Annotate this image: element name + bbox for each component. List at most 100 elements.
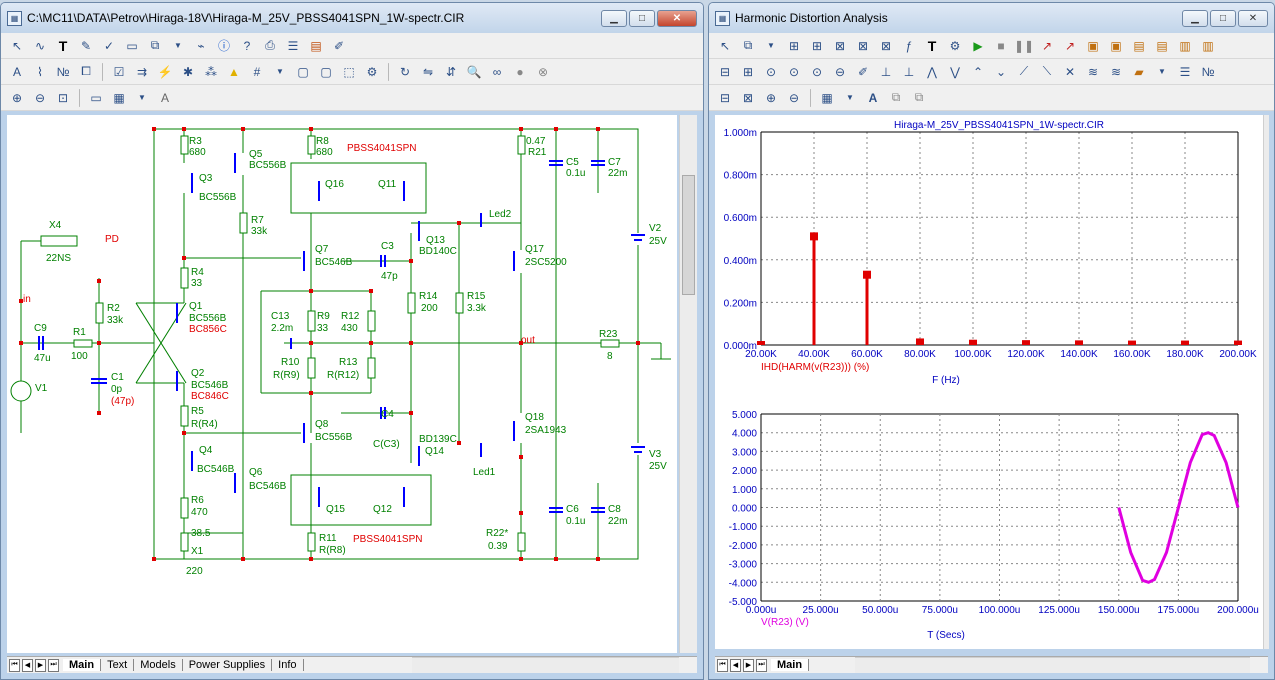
a-table4-icon[interactable]: ▥ <box>1202 38 1214 53</box>
minimize-button[interactable]: ▁ <box>601 9 627 27</box>
close-button[interactable]: ✕ <box>657 9 697 27</box>
a-run-icon[interactable]: ▶ <box>973 38 983 53</box>
analysis-plot-area[interactable]: Hiraga-M_25V_PBSS4041SPN_1W-spectr.CIR 1… <box>715 115 1263 649</box>
a-grid-icon[interactable]: ⊟ <box>719 64 731 79</box>
print-icon[interactable]: ⎙ <box>265 38 275 52</box>
a-slope2-icon[interactable]: ⟍ <box>1042 64 1052 78</box>
font-icon[interactable]: A <box>160 90 169 105</box>
flash-icon[interactable]: ⚡ <box>157 64 173 79</box>
a-select-icon[interactable]: ↖ <box>719 38 731 53</box>
a-point3-icon[interactable]: ≋ <box>1110 64 1122 79</box>
a-high-icon[interactable]: ⌃ <box>972 64 984 79</box>
a-plot-icon[interactable]: ⊠ <box>834 38 846 53</box>
numbers-icon[interactable]: № <box>56 64 70 79</box>
zoom-in-icon[interactable]: ⊕ <box>11 90 23 105</box>
a-zoom-icon[interactable]: ⊙ <box>765 64 777 79</box>
points-icon[interactable]: ⁂ <box>205 64 217 79</box>
rotate-icon[interactable]: ↻ <box>399 64 411 79</box>
a-zoom2-icon[interactable]: ⊙ <box>788 64 800 79</box>
a-prev-tab-icon[interactable]: ◀ <box>730 658 741 672</box>
schematic-horizontal-scrollbar[interactable] <box>412 657 679 673</box>
a-font-icon[interactable]: A <box>868 90 878 105</box>
first-tab-icon[interactable]: ⏮ <box>9 658 20 672</box>
zoom-out-icon[interactable]: ⊖ <box>34 90 46 105</box>
binoculars-icon[interactable]: ∞ <box>492 64 502 79</box>
dropdown-icon[interactable]: ▼ <box>174 41 182 50</box>
a-func-icon[interactable]: ƒ <box>905 38 913 53</box>
a-text-icon[interactable]: T <box>927 37 937 54</box>
analysis-minimize-button[interactable]: ▁ <box>1182 9 1208 27</box>
pins-icon[interactable]: ⧠ <box>81 64 91 78</box>
cancel-icon[interactable]: ⊗ <box>537 64 549 79</box>
edit-icon[interactable]: ✐ <box>333 38 345 53</box>
a-list-icon[interactable]: ☰ <box>1179 64 1191 79</box>
a-cursor1-icon[interactable]: ⊥ <box>880 64 892 79</box>
warning-icon[interactable]: ▲ <box>228 64 240 79</box>
tile-icon[interactable]: ▦ <box>113 90 125 105</box>
a-align2-icon[interactable]: ⊠ <box>742 90 754 105</box>
probe-icon[interactable]: ⌁ <box>197 38 205 53</box>
a-pause-icon[interactable]: ❚❚ <box>1013 38 1035 53</box>
a-tag-dropdown-icon[interactable]: ▼ <box>1158 67 1166 76</box>
wire-mode-icon[interactable]: ∿ <box>34 38 46 53</box>
prev-tab-icon[interactable]: ◀ <box>22 658 33 672</box>
a-low-icon[interactable]: ⌄ <box>995 64 1007 79</box>
tab-info[interactable]: Info <box>272 659 304 671</box>
a-zoom3-icon[interactable]: ⊙ <box>811 64 823 79</box>
a-table3-icon[interactable]: ▥ <box>1179 38 1191 53</box>
a-table2-icon[interactable]: ▤ <box>1156 38 1168 53</box>
analysis-tab-main[interactable]: Main <box>771 659 810 671</box>
flip-h-icon[interactable]: ⇋ <box>422 64 434 79</box>
schematic-vertical-scrollbar[interactable] <box>679 115 697 653</box>
a-valley-icon[interactable]: ⋁ <box>950 64 960 79</box>
a-table-icon[interactable]: ▤ <box>1133 38 1145 53</box>
a-copy3-icon[interactable]: ⧉ <box>914 90 924 104</box>
info-icon[interactable]: ⓘ <box>217 39 230 53</box>
draw-icon[interactable]: ✎ <box>80 38 92 53</box>
a-box-icon[interactable]: ▣ <box>1087 38 1099 53</box>
a-box2-icon[interactable]: ▣ <box>1110 38 1122 53</box>
tile-dropdown-icon[interactable]: ▼ <box>138 93 146 102</box>
a-next-tab-icon[interactable]: ▶ <box>743 658 754 672</box>
node-toggle-icon[interactable]: ⌇ <box>37 64 43 79</box>
stop-icon[interactable]: ● <box>516 64 524 79</box>
nodes-icon[interactable]: ✱ <box>182 64 194 79</box>
grid-dropdown-icon[interactable]: ▼ <box>276 67 284 76</box>
arrows-icon[interactable]: ⇉ <box>136 64 148 79</box>
find-icon[interactable]: 🔍 <box>466 64 482 79</box>
text-toggle-icon[interactable]: A <box>12 64 21 79</box>
analysis-close-button[interactable]: ✕ <box>1238 9 1268 27</box>
a-point2-icon[interactable]: ≋ <box>1087 64 1099 79</box>
copy-icon[interactable]: ⧉ <box>150 38 160 52</box>
a-grid2-icon[interactable]: ⊞ <box>742 64 754 79</box>
bounds-icon[interactable]: ⬚ <box>343 64 355 79</box>
a-tile-dropdown-icon[interactable]: ▼ <box>846 93 854 102</box>
list-icon[interactable]: ☰ <box>287 38 299 53</box>
a-copy-icon[interactable]: ⧉ <box>743 38 753 52</box>
tab-models[interactable]: Models <box>134 659 183 671</box>
page-icon[interactable]: ▢ <box>297 64 309 79</box>
last-tab-icon[interactable]: ⏭ <box>48 658 59 672</box>
window-icon[interactable]: ▭ <box>90 90 102 105</box>
a-zoom-in-icon[interactable]: ⊕ <box>765 90 777 105</box>
tab-text[interactable]: Text <box>101 659 135 671</box>
a-copy2-icon[interactable]: ⧉ <box>891 90 901 104</box>
flip-v-icon[interactable]: ⇵ <box>445 64 457 79</box>
grid-icon[interactable]: # <box>253 64 261 79</box>
schematic-title-bar[interactable]: ▦ C:\MC11\DATA\Petrov\Hiraga-18V\Hiraga-… <box>1 3 703 33</box>
a-cursor2-icon[interactable]: ⊥ <box>903 64 915 79</box>
a-peak-icon[interactable]: ⋀ <box>927 64 937 79</box>
a-plot2-icon[interactable]: ⊠ <box>857 38 869 53</box>
schematic-canvas[interactable]: R3 680 Q5 BC556B Q3 BC556B R7 33k R8 680… <box>7 115 677 653</box>
a-align-icon[interactable]: ⊟ <box>719 90 731 105</box>
a-stop-icon[interactable]: ■ <box>997 38 1005 53</box>
a-num-icon[interactable]: № <box>1201 64 1215 79</box>
a-tile-icon[interactable]: ▦ <box>821 90 833 105</box>
table-icon[interactable]: ▤ <box>310 38 322 53</box>
tab-power-supplies[interactable]: Power Supplies <box>183 659 273 671</box>
analysis-title-bar[interactable]: ▦ Harmonic Distortion Analysis ▁ □ ✕ <box>709 3 1274 33</box>
tab-main[interactable]: Main <box>63 659 102 671</box>
a-plot3-icon[interactable]: ⊠ <box>880 38 892 53</box>
a-zoom4-icon[interactable]: ⊖ <box>834 64 846 79</box>
next-tab-icon[interactable]: ▶ <box>35 658 46 672</box>
